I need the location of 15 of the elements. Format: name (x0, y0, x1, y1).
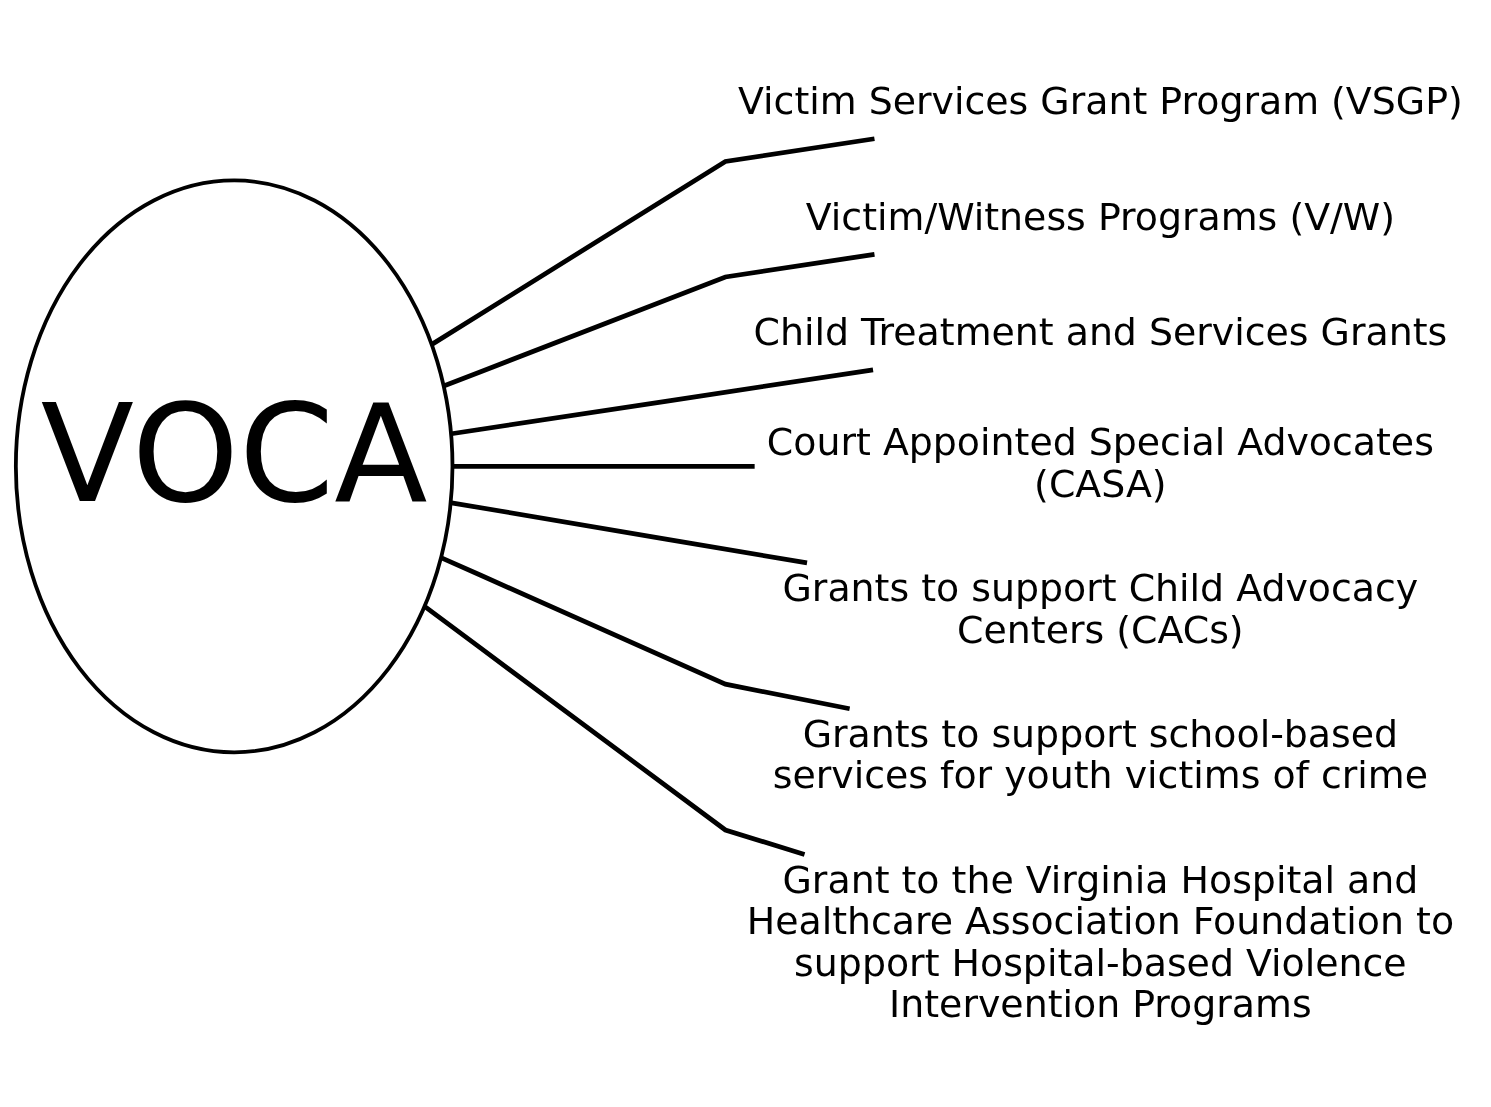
node-text: Court Appointed Special Advocates (CASA) (766, 420, 1434, 506)
node-ellipse: VOCA (13, 178, 455, 755)
node-text: Child Treatment and Services Grants (753, 310, 1448, 355)
connector (443, 251, 875, 388)
connector (453, 464, 755, 469)
connector (423, 605, 806, 857)
node-text: Grants to support school-based services for youth victims of crime (772, 711, 1429, 798)
connector (431, 136, 875, 347)
node-text: Grant to the Virginia Hospital and Healthcare Association Foundation to support Hospital-based Violence Intervention Programs (746, 857, 1455, 1027)
node-text: Victim/Witness Programs (V/W) (805, 194, 1396, 239)
connector (440, 555, 851, 712)
connector (451, 367, 874, 437)
node-text: Grants to support Child Advocacy Centers (CACs) (782, 565, 1419, 652)
node-text: Victim Services Grant Program (VSGP) (738, 79, 1463, 124)
connector (451, 500, 808, 566)
